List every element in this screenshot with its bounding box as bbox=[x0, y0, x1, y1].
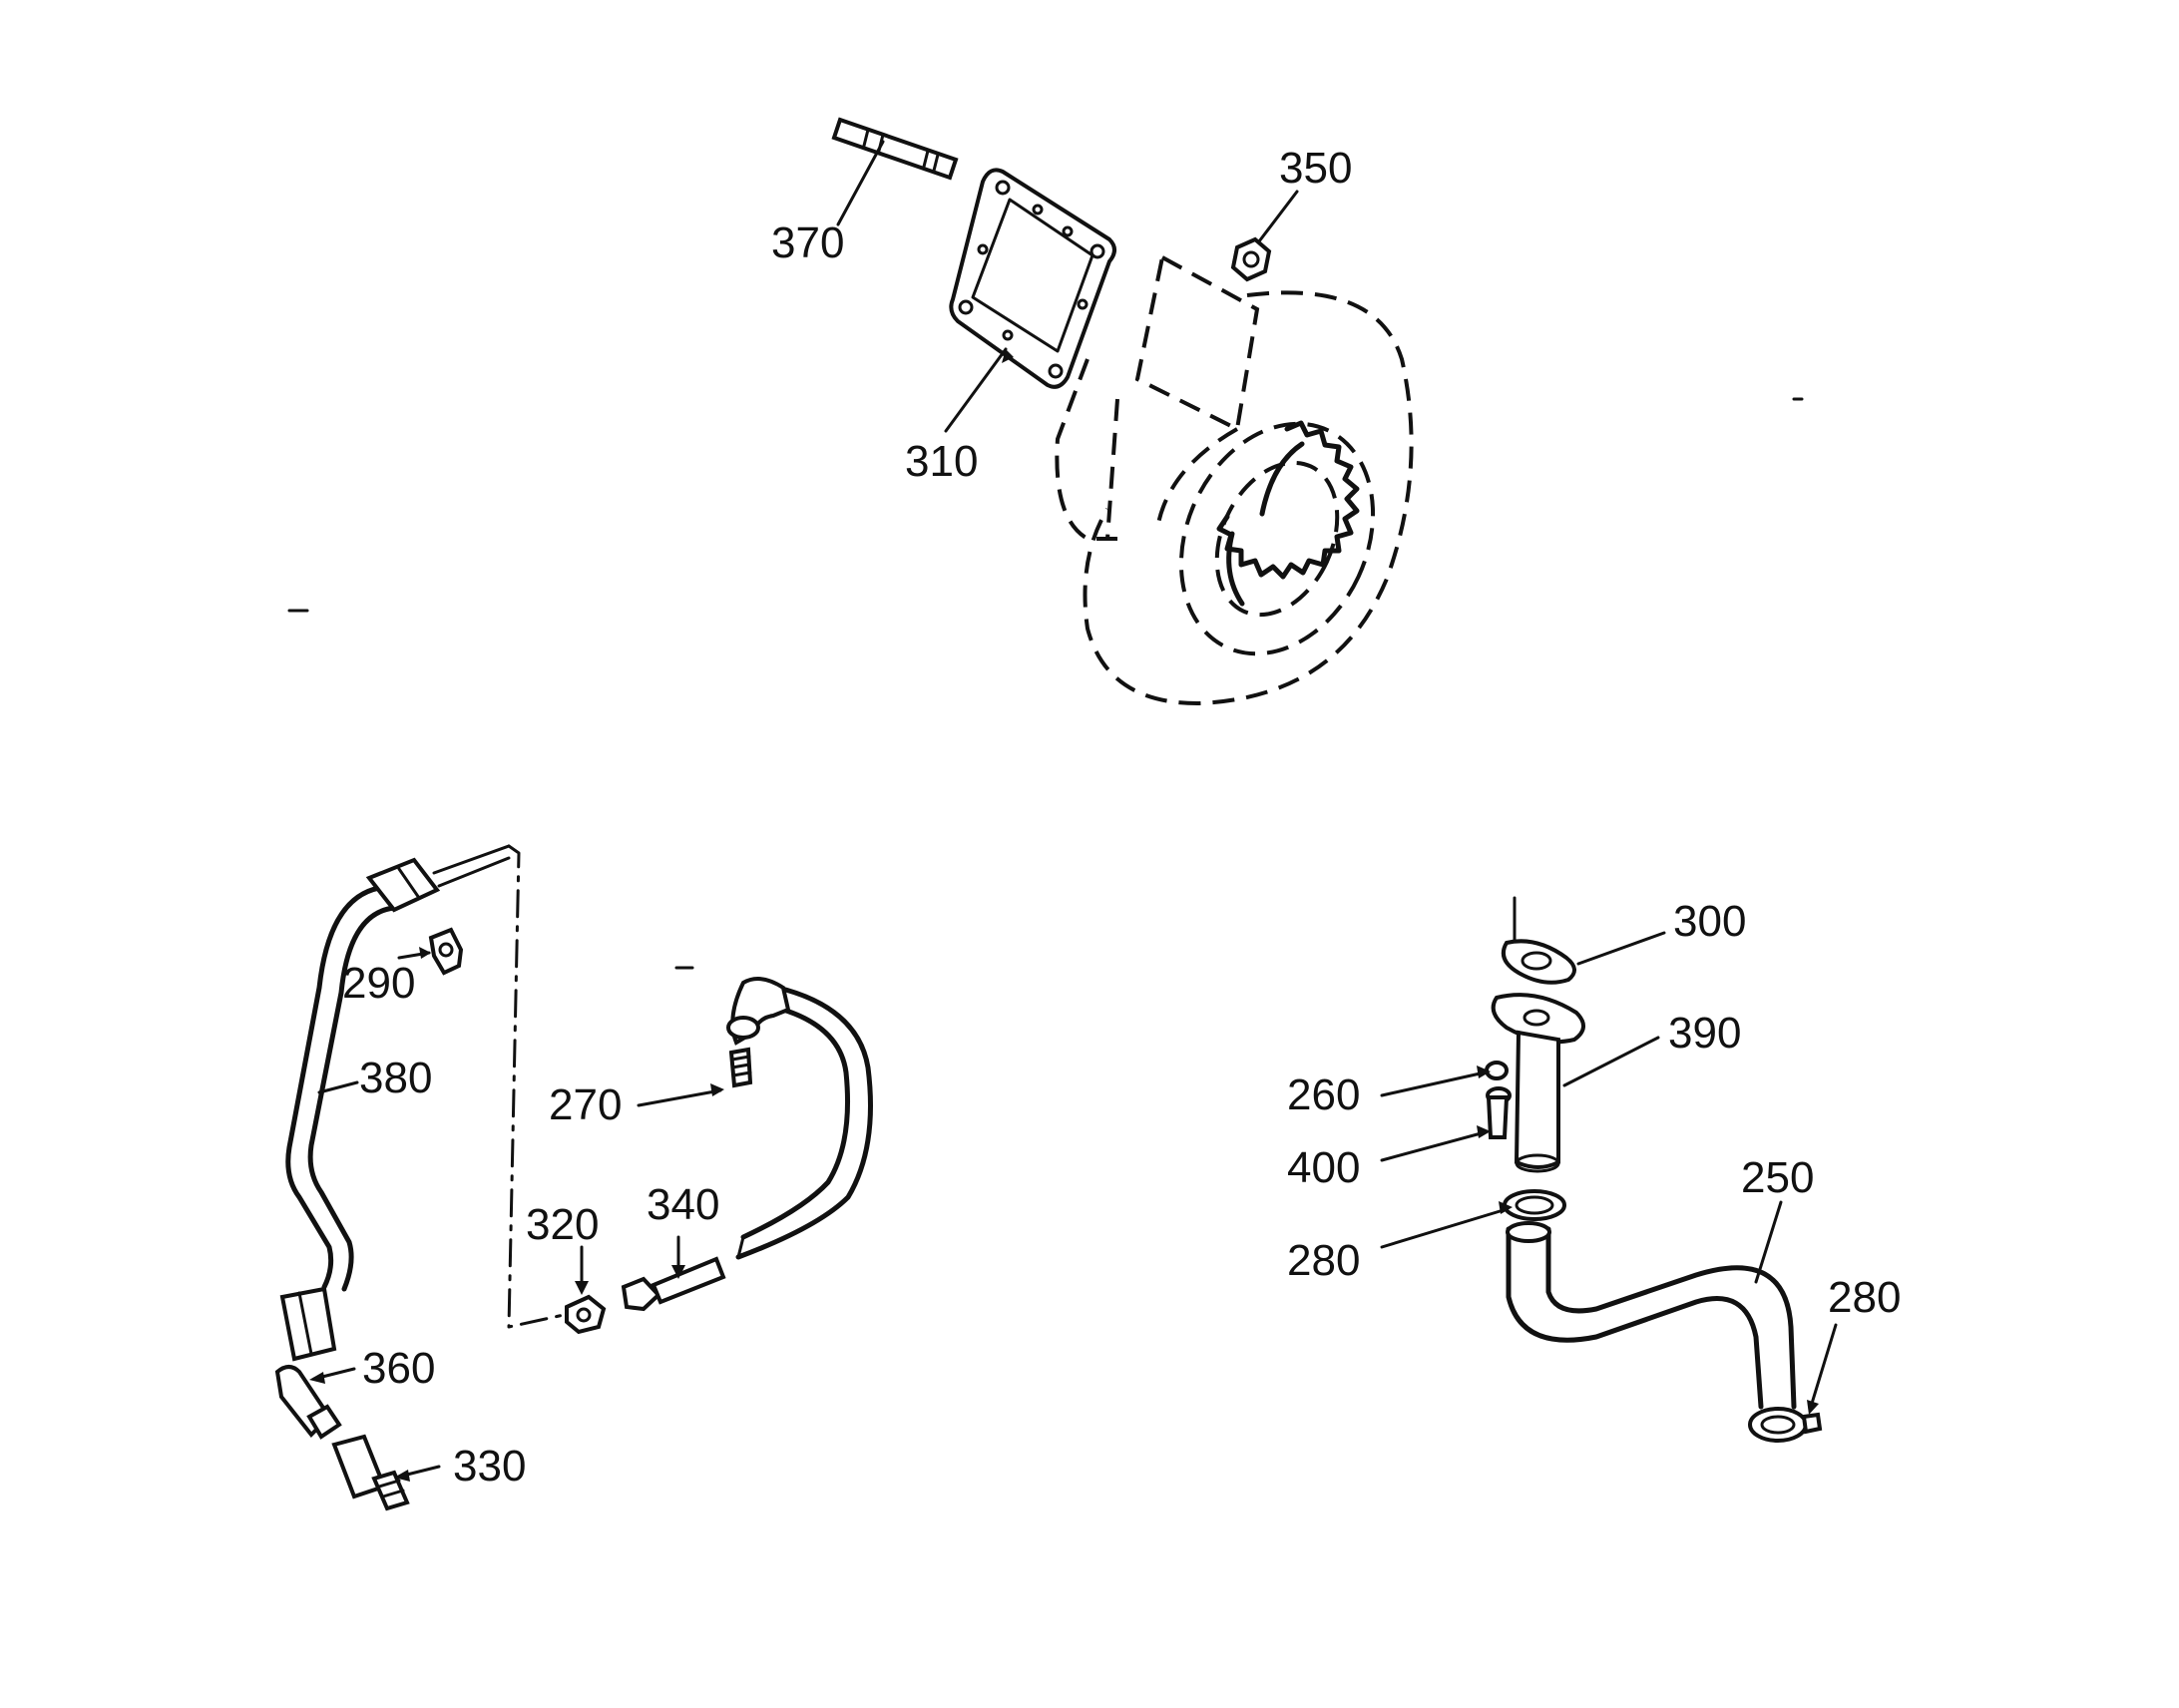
oil-drain-group bbox=[1380, 896, 1838, 1443]
callout-290: 290 bbox=[342, 959, 415, 1008]
leader-270 bbox=[637, 1088, 722, 1107]
gasket-310 bbox=[949, 168, 1116, 389]
callout-280-upper: 280 bbox=[1287, 1236, 1360, 1285]
leader-370 bbox=[836, 140, 885, 226]
callout-360: 360 bbox=[362, 1344, 435, 1393]
callout-280-lower: 280 bbox=[1828, 1273, 1901, 1322]
callout-260: 260 bbox=[1287, 1070, 1360, 1119]
nut-350 bbox=[1230, 236, 1272, 282]
leader-260 bbox=[1380, 1070, 1487, 1097]
clamp-280-upper bbox=[1503, 1189, 1566, 1221]
adapter-330 bbox=[331, 1434, 410, 1511]
callout-270: 270 bbox=[549, 1080, 622, 1129]
leader-400 bbox=[1380, 1130, 1487, 1162]
callout-300: 300 bbox=[1673, 897, 1746, 946]
leader-280-lower bbox=[1809, 1323, 1838, 1409]
callout-labels: 370 350 310 290 380 270 320 340 360 330 … bbox=[342, 144, 1901, 1491]
callout-320: 320 bbox=[526, 1200, 599, 1249]
pipe-380 bbox=[279, 844, 511, 1362]
callout-250: 250 bbox=[1741, 1153, 1814, 1202]
leader-300 bbox=[1576, 931, 1666, 966]
oil-feed-group bbox=[274, 844, 873, 1511]
callout-310: 310 bbox=[905, 437, 978, 486]
callout-330: 330 bbox=[453, 1442, 526, 1491]
bolt-400 bbox=[1486, 1086, 1512, 1139]
leader-380 bbox=[317, 1080, 359, 1094]
turbo-housing bbox=[1055, 253, 1414, 706]
callout-340: 340 bbox=[647, 1180, 719, 1229]
callout-400: 400 bbox=[1287, 1143, 1360, 1192]
hose-250 bbox=[1506, 1221, 1797, 1410]
callout-370: 370 bbox=[771, 218, 844, 267]
turbocharger-group bbox=[831, 117, 1414, 706]
leader-310 bbox=[944, 347, 1008, 433]
tube-390 bbox=[1491, 993, 1585, 1173]
bolt-270 bbox=[728, 1047, 753, 1088]
gasket-300 bbox=[1502, 896, 1576, 985]
callout-350: 350 bbox=[1279, 144, 1352, 193]
scan-marks bbox=[287, 397, 1804, 970]
callout-380: 380 bbox=[359, 1054, 432, 1102]
elbow-360 bbox=[274, 1365, 342, 1440]
callout-390: 390 bbox=[1668, 1009, 1741, 1058]
fitting-290 bbox=[428, 927, 464, 976]
leader-280-upper bbox=[1380, 1207, 1509, 1249]
leader-250 bbox=[1754, 1200, 1783, 1284]
connection-line bbox=[507, 844, 566, 1329]
washer-260 bbox=[1485, 1061, 1509, 1080]
hose bbox=[726, 977, 873, 1260]
leader-390 bbox=[1562, 1036, 1660, 1087]
connector-340 bbox=[621, 1256, 726, 1312]
leader-350 bbox=[1257, 190, 1299, 243]
clamp-280-lower bbox=[1748, 1407, 1823, 1443]
adapter-320 bbox=[565, 1294, 607, 1335]
stud-370 bbox=[831, 117, 959, 181]
